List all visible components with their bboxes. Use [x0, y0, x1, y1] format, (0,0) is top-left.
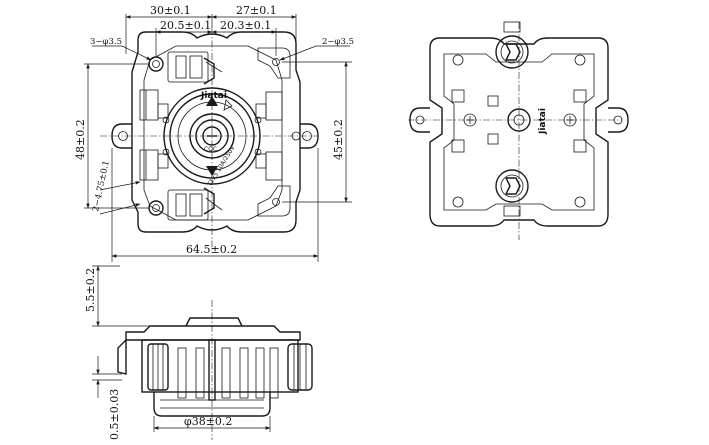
rear-slot-3	[573, 89, 587, 103]
rear-left-ear	[409, 107, 430, 133]
rib-bottom-right	[257, 185, 291, 217]
rear-screw-right	[563, 113, 577, 127]
mount-hole-bottom-left-inner	[152, 204, 160, 212]
dial-shaft	[202, 126, 222, 146]
dim-20-3: 20.3±0.1	[220, 19, 271, 32]
rear-top-spring-icon	[504, 43, 521, 61]
rear-slot-1	[451, 89, 465, 103]
rear-body-outline	[429, 37, 609, 227]
side-pin-2	[195, 347, 205, 399]
dim-2-holes: 2−φ3.5	[322, 37, 354, 47]
rear-hole-bl	[452, 196, 464, 208]
dim-5-5: 5.5±0.2	[84, 268, 97, 312]
front-inner-plate	[143, 45, 283, 221]
rear-brand-text: Jiatai	[538, 108, 548, 135]
side-flange	[125, 325, 301, 341]
cqc-mark: CQC	[204, 146, 217, 153]
side-dimensions: 5.5±0.2 0.5±0.03 φ38±0.2	[84, 265, 271, 440]
mount-hole-top-left-inner	[152, 60, 160, 68]
rear-bottom-terminal	[495, 169, 529, 203]
dim-64-5: 64.5±0.2	[186, 243, 237, 256]
rear-slot-5	[487, 95, 499, 107]
side-left-clip	[117, 339, 127, 375]
dim-30: 30±0.1	[150, 4, 191, 17]
right-ear-hole	[302, 131, 312, 141]
dial-outer-ring	[163, 87, 261, 185]
rear-top-terminal-inner	[500, 40, 524, 64]
dim-0-5: 0.5±0.03	[108, 389, 121, 440]
dim-3-holes: 3−φ3.5	[90, 37, 122, 47]
rear-right-ear	[608, 107, 629, 133]
front-view: Jiatai CQC T125 10A/250V	[100, 28, 319, 250]
rear-slot-2	[451, 139, 465, 153]
side-shaft-plate	[185, 317, 243, 327]
left-ear-hole	[118, 131, 128, 141]
dim-20-5: 20.5±0.1	[160, 19, 211, 32]
rear-center-boss	[507, 108, 531, 132]
side-base	[153, 392, 271, 417]
rear-hole-tl	[452, 54, 464, 66]
dim-27: 27±0.1	[236, 4, 277, 17]
rear-left-ear-hole	[415, 115, 425, 125]
dial-triangle-icon	[223, 99, 233, 111]
rear-hole-br	[574, 196, 586, 208]
rear-bottom-terminal-inner	[500, 174, 524, 198]
side-pin-6	[269, 347, 279, 399]
hole-top-right	[272, 58, 280, 66]
dim-phi-38: φ38±0.2	[184, 415, 232, 428]
side-pin-1	[177, 347, 187, 399]
left-contacts	[139, 89, 169, 181]
rear-screw-left	[463, 113, 477, 127]
ring-pin-1	[162, 116, 170, 124]
rear-hole-tr	[574, 54, 586, 66]
rear-bottom-spring-icon	[504, 177, 521, 195]
ring-pin-3	[162, 148, 170, 156]
side-view: 5.5±0.2 0.5±0.03 φ38±0.2	[84, 265, 313, 440]
right-contacts	[255, 91, 283, 181]
left-ear	[111, 123, 132, 149]
hole-bottom-right	[272, 198, 280, 206]
front-brand-text: Jiatai	[200, 91, 227, 101]
ring-pin-right	[291, 131, 301, 141]
dim-48: 48±0.2	[74, 119, 87, 160]
dial-ring	[169, 93, 255, 179]
dial-arrow-down-icon	[206, 166, 218, 176]
dim-45: 45±0.2	[332, 119, 345, 160]
dim-4-75: 2−4.75±0.1	[91, 160, 112, 213]
rear-top-terminal	[495, 35, 529, 69]
rear-center-hole	[513, 114, 525, 126]
side-body	[141, 339, 299, 393]
rear-view: Jiatai	[408, 21, 629, 240]
front-body-outline	[131, 31, 301, 233]
ring-pin-4	[254, 148, 262, 156]
rib-top-right	[257, 47, 291, 79]
terminal-top	[167, 51, 223, 85]
rear-right-ear-hole	[613, 115, 623, 125]
side-pin-5	[255, 347, 265, 399]
side-pin-3	[221, 347, 231, 399]
rear-inner-plate	[443, 53, 595, 211]
dial-shaft-collar	[195, 119, 229, 153]
dial-hub	[189, 113, 235, 159]
right-ear	[300, 123, 319, 149]
rear-top-tab	[503, 21, 521, 33]
mount-hole-bottom-left	[148, 200, 164, 216]
mount-hole-top-left	[148, 56, 164, 72]
dial-arrow-up-icon	[206, 96, 218, 106]
rear-slot-4	[573, 139, 587, 153]
terminal-bottom	[167, 187, 223, 221]
side-pin-4	[239, 347, 249, 399]
front-dimensions: 30±0.1 27±0.1 20.5±0.1 20.3±0.1 3−φ3.5 2…	[74, 4, 354, 262]
ring-pin-2	[254, 116, 262, 124]
rear-slot-6	[487, 133, 499, 145]
rear-bottom-tab	[503, 205, 521, 217]
